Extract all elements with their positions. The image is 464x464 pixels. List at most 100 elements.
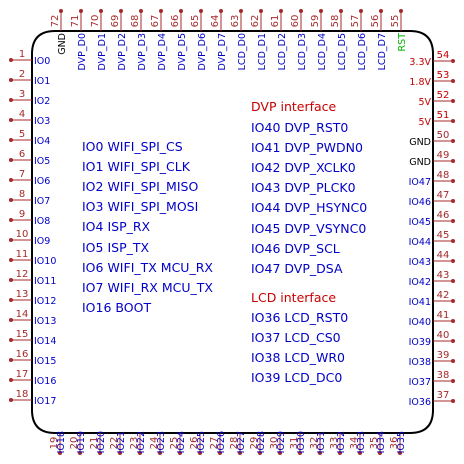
pin-25-label: IO24 <box>176 431 187 453</box>
pin-67-number: 67 <box>150 15 161 28</box>
pin-70-number: 70 <box>90 15 101 28</box>
pin-9-number: 9 <box>19 209 25 220</box>
pin-49-label: GND <box>409 157 431 168</box>
pin-57-label: LCD_D6 <box>357 33 368 70</box>
pin-63-label: LCD_D0 <box>237 33 248 70</box>
pin-7-number: 7 <box>19 169 25 180</box>
pin-34-label: IO33 <box>356 431 367 453</box>
pin-69-label: DVP_D2 <box>117 33 128 71</box>
pin-31-end <box>298 451 302 455</box>
pin-62-number: 62 <box>250 15 261 28</box>
pin-52-label: 5V <box>418 97 431 108</box>
pin-34-end <box>358 451 362 455</box>
pin-2-label: IO1 <box>34 76 50 87</box>
pin-65-number: 65 <box>190 15 201 28</box>
pin-64-end <box>219 9 223 13</box>
pin-5-number: 5 <box>19 129 25 140</box>
pin-1-end <box>9 58 13 62</box>
pin-65-label: DVP_D6 <box>197 33 208 71</box>
pin-11-number: 11 <box>16 249 29 260</box>
pin-37-number: 37 <box>437 390 450 401</box>
pin-20-number: 20 <box>69 437 80 450</box>
pin-26-end <box>198 451 202 455</box>
pin-54-label: 3.3V <box>409 57 431 68</box>
pin-18-number: 18 <box>16 389 29 400</box>
pin-22-label: IO21 <box>116 431 127 453</box>
pin-33-label: IO32 <box>336 431 347 453</box>
pin-1-number: 1 <box>19 49 25 60</box>
pin-46-label: IO45 <box>409 217 431 228</box>
pin-66-end <box>179 9 183 13</box>
pin-7-end <box>9 178 13 182</box>
pin-58-end <box>339 9 343 13</box>
pin-8-end <box>9 198 13 202</box>
pin-14-label: IO13 <box>34 316 56 327</box>
pin-6-label: IO5 <box>34 156 50 167</box>
pin-13-label: IO12 <box>34 296 56 307</box>
pin-43-end <box>451 279 455 283</box>
pin-60-label: LCD_D3 <box>297 33 308 70</box>
pin-54-number: 54 <box>437 50 450 61</box>
pin-42-label: IO41 <box>409 297 431 308</box>
pin-37-end <box>451 399 455 403</box>
pin-71-label: DVP_D0 <box>77 33 88 71</box>
pin-51-number: 51 <box>437 110 450 121</box>
pin-63-number: 63 <box>230 15 241 28</box>
pin-3-end <box>9 98 13 102</box>
pin-18-end <box>9 398 13 402</box>
pin-70-label: DVP_D1 <box>97 33 108 71</box>
pin-40-end <box>451 339 455 343</box>
pin-15-label: IO14 <box>34 336 56 347</box>
pin-72-number: 72 <box>50 15 61 28</box>
pin-57-end <box>359 9 363 13</box>
pin-32-end <box>318 451 322 455</box>
pin-58-number: 58 <box>330 15 341 28</box>
pin-56-number: 56 <box>370 15 381 28</box>
pin-69-end <box>119 9 123 13</box>
pin-8-number: 8 <box>19 189 25 200</box>
pin-4-end <box>9 118 13 122</box>
pin-48-number: 48 <box>437 170 450 181</box>
pin-66-label: DVP_D5 <box>177 33 188 71</box>
pin-5-end <box>9 138 13 142</box>
pin-68-number: 68 <box>130 15 141 28</box>
pin-40-number: 40 <box>437 330 450 341</box>
pin-42-number: 42 <box>437 290 450 301</box>
pin-24-end <box>158 451 162 455</box>
pin-61-end <box>279 9 283 13</box>
pin-26-number: 26 <box>189 437 200 450</box>
pin-17-label: IO16 <box>34 376 56 387</box>
pin-38-end <box>451 379 455 383</box>
pin-5-label: IO4 <box>34 136 50 147</box>
pin-67-label: DVP_D4 <box>157 33 168 71</box>
pin-43-label: IO42 <box>409 277 431 288</box>
pin-36-end <box>398 451 402 455</box>
pin-52-number: 52 <box>437 90 450 101</box>
pin-70-end <box>99 9 103 13</box>
pin-48-end <box>451 179 455 183</box>
pin-15-number: 15 <box>16 329 29 340</box>
pin-10-label: IO9 <box>34 236 50 247</box>
pin-6-number: 6 <box>19 149 25 160</box>
pin-14-number: 14 <box>16 309 29 320</box>
pin-55-number: 55 <box>390 15 401 28</box>
pin-25-end <box>178 451 182 455</box>
pin-46-number: 46 <box>437 210 450 221</box>
pin-9-label: IO8 <box>34 216 50 227</box>
pin-27-label: IO26 <box>216 431 227 453</box>
pin-24-number: 24 <box>149 437 160 450</box>
pin-39-end <box>451 359 455 363</box>
pin-35-number: 35 <box>369 437 380 450</box>
pin-41-label: IO40 <box>409 317 431 328</box>
pin-58-label: LCD_D5 <box>337 33 348 70</box>
pin-56-end <box>379 9 383 13</box>
pin-33-end <box>338 451 342 455</box>
pin-36-number: 36 <box>389 437 400 450</box>
pin-61-number: 61 <box>270 15 281 28</box>
pin-59-label: LCD_D4 <box>317 33 328 70</box>
pin-72-label: GND <box>57 33 68 55</box>
pin-47-label: IO46 <box>409 197 431 208</box>
pin-13-end <box>9 298 13 302</box>
